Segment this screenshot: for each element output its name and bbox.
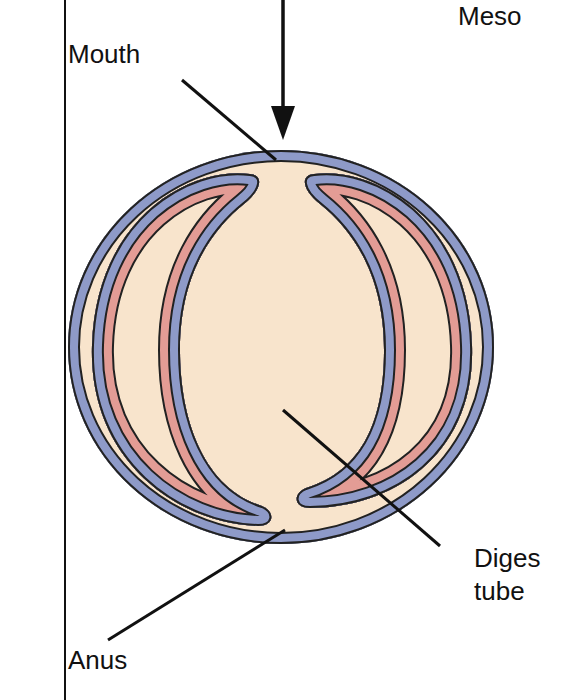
leader-line [108, 530, 285, 640]
coelom-pocket [92, 173, 271, 526]
entry-arrow [281, 0, 285, 112]
label-text: Diges tube [474, 542, 556, 608]
label-text: Anus [68, 644, 127, 677]
coelom-pocket [297, 173, 472, 508]
label-text: Mouth [68, 38, 140, 71]
embryo-body [68, 150, 494, 544]
arrow-head [271, 106, 295, 140]
label-text: Meso [458, 0, 522, 33]
leader-line [182, 80, 276, 160]
frame-line [64, 0, 66, 700]
leader-line [283, 410, 440, 546]
